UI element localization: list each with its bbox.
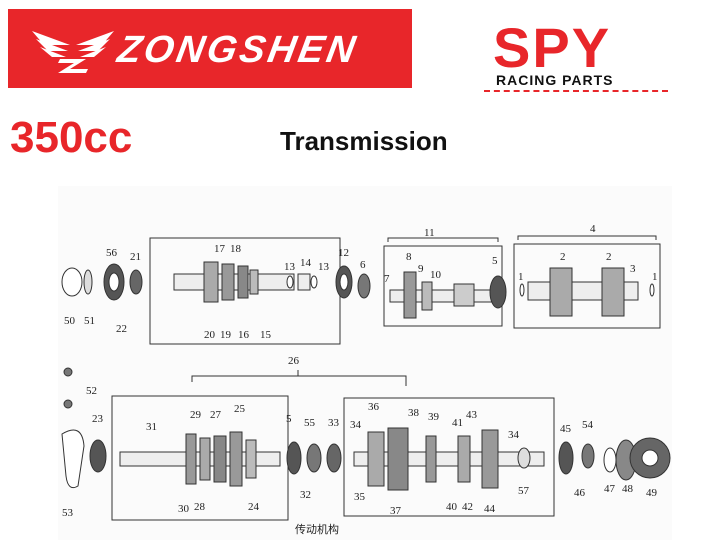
callout-29: 29 [190,409,202,421]
callout-18: 18 [230,243,242,255]
callout-21: 21 [130,251,141,263]
callout-46: 46 [574,487,586,499]
box-46 [343,397,555,517]
callout-38: 38 [408,407,420,419]
callout-13-left: 13 [284,261,296,273]
callout-10: 10 [430,269,442,281]
callout-23: 23 [92,413,104,425]
part-53-plate [61,429,85,489]
callout-1-left: 1 [518,271,524,283]
callout-13-right: 13 [318,261,330,273]
callout-32: 32 [300,489,311,501]
zongshen-banner: ZONGSHEN [8,9,412,88]
part-8-gear [403,271,417,319]
callout-28: 28 [194,501,206,513]
callout-8: 8 [406,251,412,263]
diagram-caption: 传动机构 [295,523,339,536]
callout-36: 36 [368,401,380,413]
callout-37: 37 [390,505,402,517]
callout-45: 45 [560,423,572,435]
spy-logo-text: SPY [493,16,612,79]
callout-5-bottom: 5 [286,413,292,425]
callout-55: 55 [304,417,316,429]
callout-57: 57 [518,485,530,497]
callout-4: 4 [590,223,596,235]
callout-50: 50 [64,315,76,327]
part-16-gear [237,265,249,299]
callout-42: 42 [462,501,473,513]
spy-underline [484,90,668,92]
callout-49: 49 [646,487,658,499]
part-6-washer [357,273,371,299]
callout-26: 26 [288,355,300,367]
callout-14: 14 [300,257,312,269]
callout-53: 53 [62,507,74,519]
part-2-gear-left [549,267,573,317]
callout-11: 11 [424,227,435,239]
box-4 [513,243,661,329]
callout-41: 41 [452,417,463,429]
part-14-bushing [297,273,311,291]
callout-9: 9 [418,263,424,275]
callout-30: 30 [178,503,190,515]
part-19-gear [221,263,235,301]
part-50-bearing [61,267,83,297]
callout-27: 27 [210,409,222,421]
callout-16: 16 [238,329,250,341]
spy-tagline: RACING PARTS [496,72,614,88]
callout-54: 54 [582,419,594,431]
callout-39: 39 [428,411,440,423]
part-21-nut [129,269,143,295]
callout-17: 17 [214,243,226,255]
transmission-exploded-diagram: 1 1 2 2 3 4 5 5 6 7 8 9 10 11 12 13 13 1… [58,186,672,540]
callout-19: 19 [220,329,232,341]
callout-2-left: 2 [560,251,566,263]
engine-size: 350cc [10,113,133,162]
callout-33: 33 [328,417,340,429]
callout-44: 44 [484,503,496,515]
diagram-svg: 1 1 2 2 3 4 5 5 6 7 8 9 10 11 12 13 13 1… [61,223,671,521]
part-2-gear-right [601,267,625,317]
callout-25: 25 [234,403,246,415]
callout-12: 12 [338,247,349,259]
callout-6: 6 [360,259,366,271]
callout-56: 56 [106,247,118,259]
callout-35: 35 [354,491,366,503]
callout-47: 47 [604,483,616,495]
box-11 [383,245,503,327]
part-23-bearing [89,439,107,473]
part-5-bearing [489,275,507,309]
callout-34-left: 34 [350,419,362,431]
callout-2-right: 2 [606,251,612,263]
zongshen-wing-logo-icon [32,31,114,73]
callout-51: 51 [84,315,95,327]
callout-31: 31 [146,421,157,433]
callout-15: 15 [260,329,272,341]
callout-24: 24 [248,501,260,513]
callout-5-top: 5 [492,255,498,267]
callout-48: 48 [622,483,634,495]
part-20-gear [203,261,219,303]
callout-34-right: 34 [508,429,520,441]
callout-52: 52 [86,385,97,397]
zongshen-brand-name: ZONGSHEN [114,29,362,71]
callout-40: 40 [446,501,458,513]
callout-7: 7 [384,273,390,285]
callout-20: 20 [204,329,216,341]
callout-3: 3 [630,263,636,275]
callout-1-right: 1 [652,271,658,283]
page-title: Transmission [280,126,448,156]
callout-22: 22 [116,323,127,335]
callout-43: 43 [466,409,478,421]
